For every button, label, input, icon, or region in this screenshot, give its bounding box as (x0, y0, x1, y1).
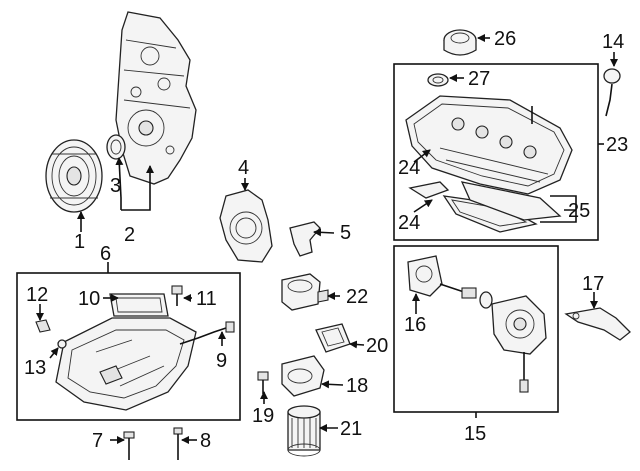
callout-21: 21 (340, 418, 362, 440)
callout-18: 18 (346, 375, 368, 397)
callout-10: 10 (78, 288, 100, 310)
callout-16: 16 (404, 314, 426, 336)
valve-cover-group-box (393, 63, 599, 241)
leader-lines (36, 34, 618, 444)
callout-12: 12 (26, 284, 48, 306)
callout-9: 9 (216, 350, 227, 372)
oil-filter (287, 405, 321, 457)
callout-14: 14 (602, 31, 624, 53)
timing-cover (115, 11, 197, 185)
valve-cover-gasket (408, 181, 562, 233)
callout-13: 13 (24, 357, 46, 379)
callout-8: 8 (200, 430, 211, 452)
callout-23: 23 (606, 134, 628, 156)
callout-15: 15 (464, 423, 486, 445)
callout-5: 5 (340, 222, 351, 244)
callout-7: 7 (92, 430, 103, 452)
callout-2: 2 (124, 224, 135, 246)
callout-20: 20 (366, 335, 388, 357)
dipstick (603, 68, 621, 117)
callout-25: 25 (568, 200, 590, 222)
drain-plug (35, 319, 67, 349)
oil-baffle (289, 221, 321, 257)
vvt-solenoid (407, 255, 493, 309)
vvt-actuator (491, 295, 547, 393)
oil-pan-gasket (109, 293, 169, 317)
callout-26: 26 (494, 28, 516, 50)
oil-pan (55, 317, 197, 411)
callout-17: 17 (582, 273, 604, 295)
filler-cap-seal (427, 73, 449, 87)
dipstick-tube (179, 321, 235, 345)
oil-pan-group-box (16, 272, 241, 421)
oil-cooler (281, 273, 329, 311)
crankshaft-pulley (45, 139, 103, 213)
callout-1: 1 (74, 231, 85, 253)
bolt-8 (173, 427, 183, 460)
callout-11: 11 (196, 288, 217, 310)
rear-cover (219, 189, 273, 263)
oil-filter-adapter (281, 355, 325, 397)
oil-filter-adapter-gasket (315, 323, 351, 353)
front-seal (106, 134, 126, 160)
mount-bracket (564, 307, 631, 341)
callout-24-lower: 24 (398, 212, 420, 234)
callout-22: 22 (346, 286, 368, 308)
valve-cover (405, 95, 573, 195)
oil-filler-cap (443, 29, 477, 56)
callout-4: 4 (238, 157, 249, 179)
callout-6: 6 (100, 243, 111, 265)
callout-19: 19 (252, 405, 274, 427)
callout-3: 3 (110, 175, 121, 197)
callout-numbers: 1 2 3 4 5 6 7 8 9 10 11 12 13 14 15 16 1… (24, 28, 628, 452)
bolt-7 (123, 431, 135, 460)
callout-27: 27 (468, 68, 490, 90)
pan-bolt (171, 285, 183, 306)
adapter-bolt (257, 371, 269, 394)
callout-24-upper: 24 (398, 157, 420, 179)
